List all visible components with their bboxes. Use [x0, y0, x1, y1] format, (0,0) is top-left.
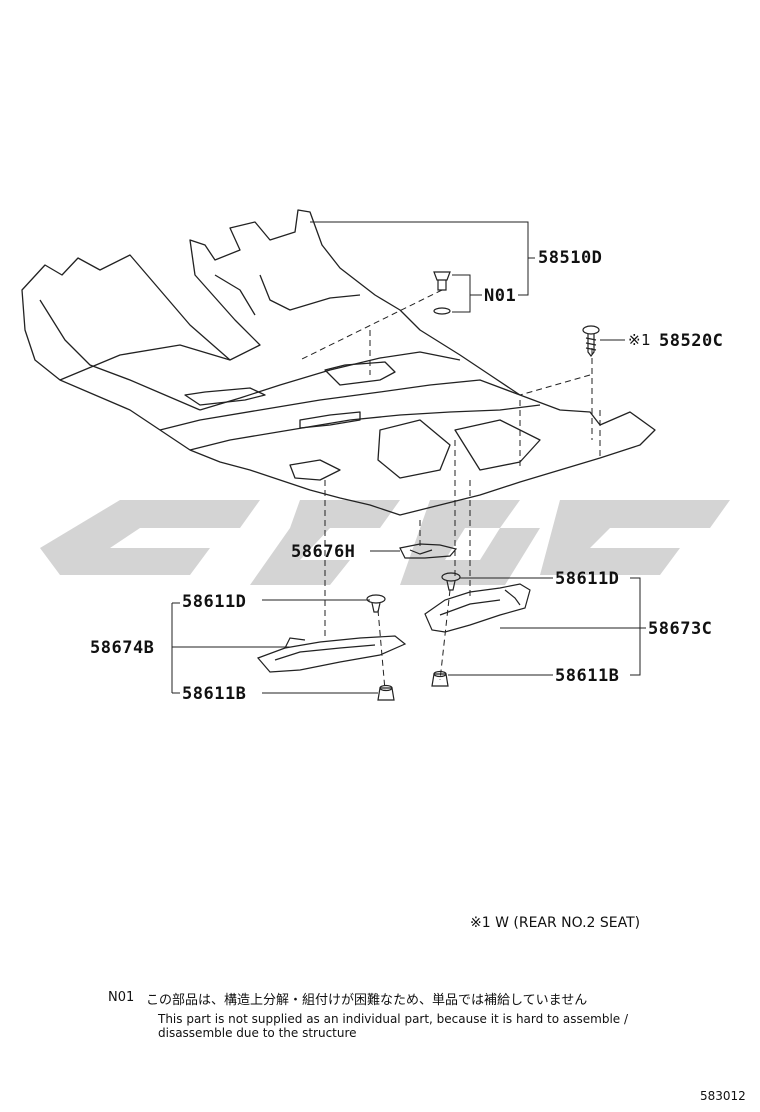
figure-number: 583012	[700, 1089, 746, 1103]
clip-58611D-right[interactable]	[441, 572, 461, 591]
label-mark-1: ※1	[628, 331, 652, 349]
floor-carpet-58510D[interactable]	[21, 209, 656, 516]
label-58611B-left[interactable]: 58611B	[182, 684, 247, 704]
bracket-58676H[interactable]	[399, 543, 458, 559]
watermark-logo	[40, 500, 730, 585]
clip-58611B-left[interactable]	[377, 684, 395, 701]
clip-N01[interactable]	[433, 271, 451, 315]
assembly-guide-lines	[299, 289, 601, 691]
label-58673C[interactable]: 58673C	[648, 619, 713, 639]
note-N01-code: N01	[108, 990, 135, 1005]
clip-58611B-right[interactable]	[431, 670, 449, 687]
bracket-58673C[interactable]	[424, 583, 531, 633]
label-58674B[interactable]: 58674B	[90, 638, 155, 658]
label-58520C[interactable]: 58520C	[659, 331, 724, 351]
label-58611B-right[interactable]: 58611B	[555, 666, 620, 686]
label-58676H[interactable]: 58676H	[291, 542, 356, 562]
note-N01-japanese: この部品は、構造上分解・組付けが困難なため、単品では補給していません	[146, 993, 588, 1008]
bracket-58674B[interactable]	[256, 635, 407, 673]
label-58611D-left[interactable]: 58611D	[182, 592, 247, 612]
leader-lines	[171, 221, 646, 694]
label-58611D-right[interactable]: 58611D	[555, 569, 620, 589]
note-N01-english-line1: This part is not supplied as an individu…	[158, 1012, 629, 1026]
screw-58520C[interactable]	[582, 325, 600, 357]
footnote-mark-1: ※1 W (REAR NO.2 SEAT)	[470, 915, 641, 931]
label-58510D[interactable]: 58510D	[538, 248, 603, 268]
clip-58611D-left[interactable]	[366, 594, 386, 613]
label-N01[interactable]: N01	[484, 286, 517, 306]
note-N01-english-line2: disassemble due to the structure	[158, 1026, 357, 1040]
